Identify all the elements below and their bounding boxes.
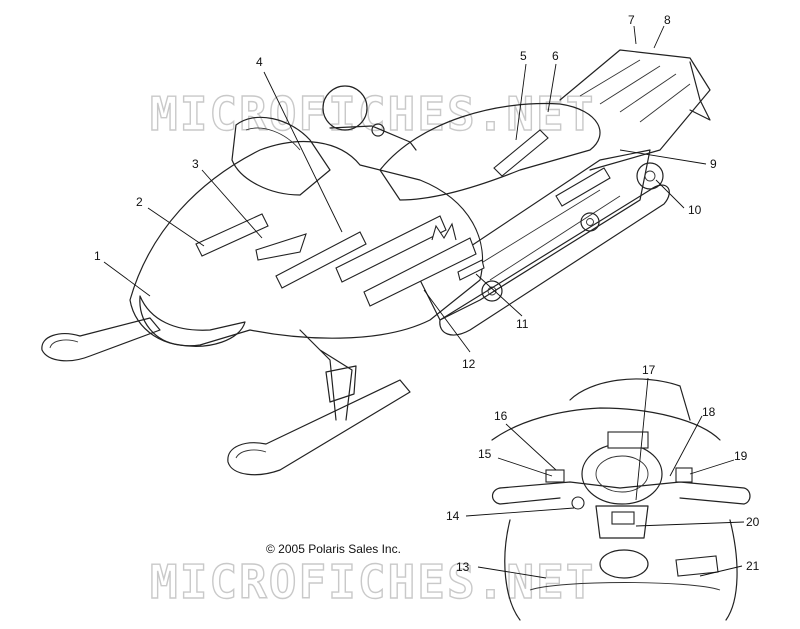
decal-dash-left-switch bbox=[545, 469, 565, 483]
callout-6: 6 bbox=[552, 49, 559, 63]
decal-seat bbox=[493, 129, 549, 177]
watermark-bottom: MICROFICHES.NET bbox=[150, 555, 595, 609]
callout-10: 10 bbox=[688, 203, 702, 217]
decal-logo-m bbox=[431, 222, 457, 241]
callout-19: 19 bbox=[734, 449, 748, 463]
decal-hood-side-1 bbox=[275, 231, 367, 289]
callout-8: 8 bbox=[664, 13, 671, 27]
decal-dash-gauge bbox=[607, 431, 649, 449]
callout-20: 20 bbox=[746, 515, 760, 529]
callout-14: 14 bbox=[446, 509, 460, 523]
copyright-text: © 2005 Polaris Sales Inc. bbox=[266, 542, 401, 556]
callout-9: 9 bbox=[710, 157, 717, 171]
callout-21: 21 bbox=[746, 559, 760, 573]
decal-dash-knob bbox=[571, 496, 585, 510]
callout-11: 11 bbox=[516, 317, 529, 331]
callout-3: 3 bbox=[192, 157, 199, 171]
callout-17: 17 bbox=[642, 363, 656, 377]
decal-dash-console bbox=[611, 511, 635, 525]
decal-rear bbox=[555, 167, 611, 207]
callout-16: 16 bbox=[494, 409, 508, 423]
decal-tunnel-small bbox=[457, 259, 485, 281]
callout-1: 1 bbox=[94, 249, 101, 263]
callout-2: 2 bbox=[136, 195, 143, 209]
callout-7: 7 bbox=[628, 13, 635, 27]
dashboard-illustration bbox=[491, 378, 751, 621]
watermark-top: MICROFICHES.NET bbox=[150, 87, 595, 141]
callout-18: 18 bbox=[702, 405, 716, 419]
decal-hood-vent bbox=[255, 233, 307, 261]
callout-4: 4 bbox=[256, 55, 263, 69]
callout-12: 12 bbox=[462, 357, 476, 371]
decal-hood-side-2 bbox=[335, 215, 447, 283]
snowmobile-illustration bbox=[41, 49, 711, 476]
callout-labels: 1 2 3 4 5 6 7 8 9 10 11 12 13 14 15 16 1 bbox=[94, 13, 760, 579]
decal-dash-right-switch bbox=[675, 467, 693, 483]
callout-5: 5 bbox=[520, 49, 527, 63]
callout-15: 15 bbox=[478, 447, 492, 461]
decal-side-panel bbox=[363, 237, 477, 307]
callout-13: 13 bbox=[456, 560, 470, 574]
